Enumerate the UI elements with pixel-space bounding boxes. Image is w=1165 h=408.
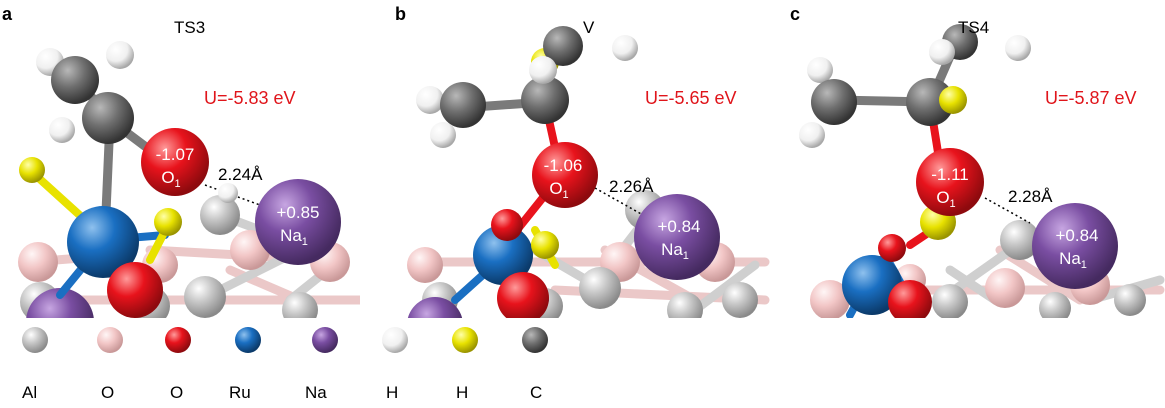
panel-a-letter: a (2, 4, 13, 24)
panel-b-sodium-atom (634, 194, 720, 280)
panel-b-distance-label: 2.26Å (609, 177, 654, 196)
legend-item-ru: Ru (229, 325, 293, 405)
legend-label: O (170, 383, 184, 402)
hydrogen-atom-icon (382, 327, 408, 353)
panel-b-na-charge: +0.84 (657, 217, 700, 236)
legend-label: Al (22, 383, 38, 402)
legend-item-h: H (380, 325, 440, 405)
legend-item-al: Al (20, 325, 80, 405)
panel-a: -1.07 O1 +0.85 Na1 2.24Å a TS3 U=-5.83 e… (0, 0, 360, 318)
panel-c-structure: -1.11 O1 +0.84 Na1 2.28Å (799, 24, 1165, 318)
legend-item-na: Na (305, 325, 370, 405)
panel-c-distance-label: 2.28Å (1008, 187, 1053, 206)
legend-label: H (386, 383, 399, 402)
legend-label: C (530, 383, 543, 402)
panel-c-na-label: Na1 (1059, 249, 1087, 271)
carbon-atom-icon (522, 327, 548, 353)
panel-a-na-label: Na1 (280, 226, 308, 248)
panel-b-title: V (583, 18, 595, 37)
legend-item-o-surface: O (95, 325, 155, 405)
atom-legend: Al O O Ru Na H H C (0, 325, 620, 405)
panel-c: -1.11 O1 +0.84 Na1 2.28Å c TS4 U=-5.87 e… (790, 0, 1165, 318)
tagged-hydrogen-atom-icon (452, 327, 478, 353)
panel-b-o-charge: -1.06 (544, 156, 583, 175)
panel-b-letter: b (395, 4, 406, 24)
al-atom-icon (22, 327, 48, 353)
na-atom-icon (312, 327, 338, 353)
panel-a-title: TS3 (174, 18, 206, 37)
panel-a-na-charge: +0.85 (276, 203, 319, 222)
panel-c-letter: c (790, 4, 801, 24)
legend-label: H (456, 383, 469, 402)
panel-a-energy: U=-5.83 eV (204, 88, 296, 108)
panel-a-o-charge: -1.07 (156, 145, 195, 164)
panel-b-energy: U=-5.65 eV (645, 88, 737, 108)
panel-b-structure: -1.06 O1 +0.84 Na1 2.26Å (407, 26, 770, 318)
panel-c-na-charge: +0.84 (1055, 226, 1098, 245)
panel-c-title: TS4 (958, 18, 990, 37)
panel-c-distance-line (984, 197, 1031, 224)
panel-c-o-label: O1 (936, 188, 955, 210)
panel-c-energy: U=-5.87 eV (1045, 88, 1137, 108)
panel-c-o-charge: -1.11 (931, 165, 969, 184)
panel-b-oxygen-atom (532, 142, 598, 208)
panel-b-distance-line (594, 187, 644, 216)
panel-c-oxygen-atom (916, 148, 984, 216)
legend-label: O (101, 383, 115, 402)
legend-item-c: C (520, 325, 580, 405)
ru-atom-icon (235, 327, 261, 353)
legend-label: Na (305, 383, 327, 402)
panel-a-o-label: O1 (161, 168, 180, 190)
panel-a-distance-label: 2.24Å (218, 165, 263, 184)
adsorbate-oxygen-atom-icon (165, 327, 191, 353)
panel-a-structure: -1.07 O1 +0.85 Na1 2.24Å (18, 41, 360, 318)
panel-b-na-label: Na1 (661, 240, 689, 262)
panel-b: -1.06 O1 +0.84 Na1 2.26Å b V U=-5.65 eV (395, 0, 770, 318)
surface-oxygen-atom-icon (97, 327, 123, 353)
legend-item-o-adsorbate: O (163, 325, 223, 405)
panel-a-sodium-atom (255, 179, 341, 265)
panel-b-o-label: O1 (549, 179, 568, 201)
panel-a-oxygen-atom (141, 128, 209, 196)
legend-label: Ru (229, 383, 251, 402)
panel-c-sodium-atom (1032, 203, 1118, 289)
legend-item-h-tagged: H (450, 325, 510, 405)
